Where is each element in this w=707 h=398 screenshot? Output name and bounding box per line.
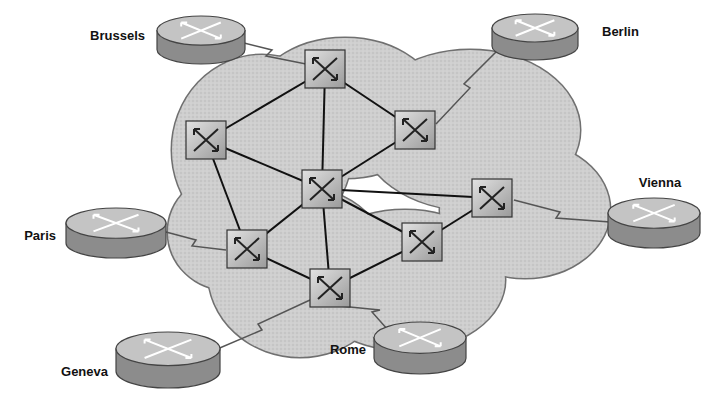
router-icon [490, 12, 580, 62]
city-label: Brussels [90, 29, 145, 43]
router-icon [64, 206, 168, 260]
router-icon [606, 196, 702, 250]
router-node: Brussels [155, 14, 247, 66]
city-label: Paris [24, 229, 56, 243]
router-node: Berlin [490, 12, 580, 62]
city-label: Vienna [639, 176, 681, 190]
city-label: Geneva [61, 365, 108, 379]
router-node: Paris [64, 206, 168, 260]
city-label: Berlin [602, 25, 639, 39]
router-node: Vienna [606, 196, 702, 250]
router-node: Rome [372, 320, 468, 376]
router-icon [372, 320, 468, 376]
router-icon [155, 14, 247, 66]
router-node: Geneva [114, 330, 222, 390]
city-label: Rome [330, 343, 366, 357]
router-icon [114, 330, 222, 390]
